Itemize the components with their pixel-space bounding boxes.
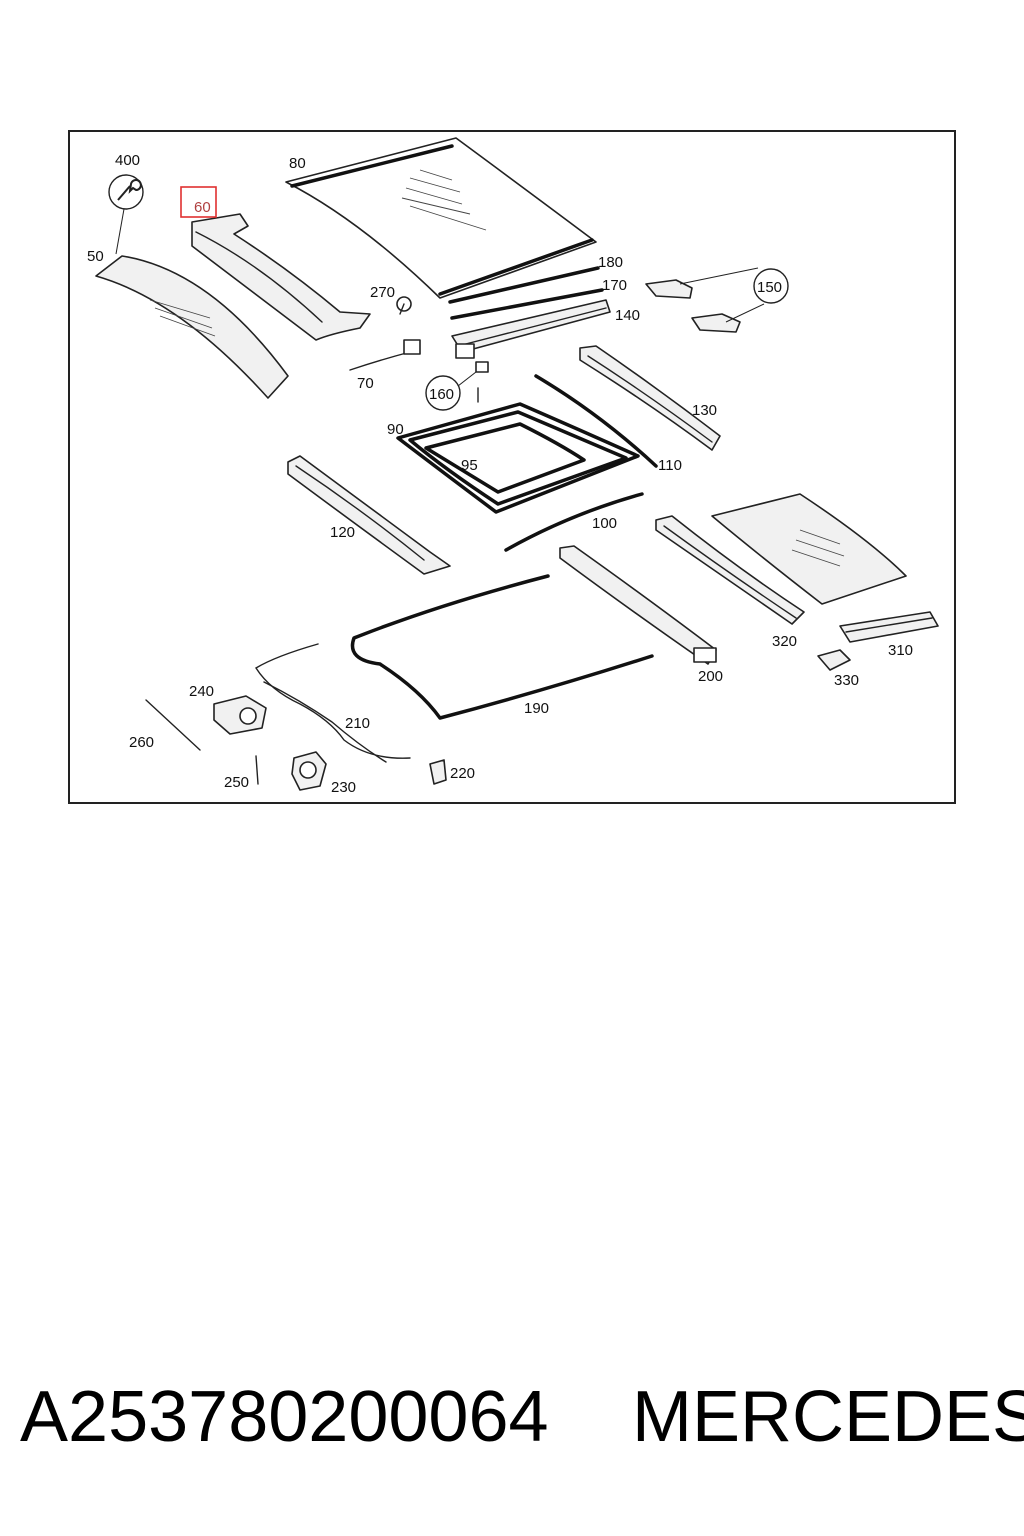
label-260: 260 (129, 734, 154, 751)
part-200-rail (559, 545, 717, 665)
label-160: 160 (429, 386, 454, 403)
part-270-screw (396, 296, 412, 315)
part-50-rear-glass (95, 255, 289, 399)
part-100-seal (504, 492, 644, 552)
part-90-frame (396, 402, 640, 514)
part-number: A253780200064 (20, 1377, 549, 1457)
label-110: 110 (658, 457, 682, 474)
label-90: 90 (387, 421, 404, 438)
label-130: 130 (692, 402, 717, 419)
label-250: 250 (224, 774, 249, 791)
part-190-seal (350, 574, 654, 720)
part-150-brackets (645, 267, 789, 333)
part-130-side-rail (579, 345, 721, 451)
label-310: 310 (888, 642, 913, 659)
part-160-clips (425, 361, 489, 411)
part-250-bolt (255, 755, 259, 785)
part-140-rail (451, 299, 611, 359)
part-240-motor (213, 695, 267, 735)
part-70-cable (349, 339, 421, 371)
label-320: 320 (772, 633, 797, 650)
label-400: 400 (115, 152, 140, 169)
label-100: 100 (592, 515, 617, 532)
label-140: 140 (615, 307, 640, 324)
brand-name: MERCEDES (632, 1377, 1024, 1457)
part-230-motor (291, 751, 327, 791)
label-180: 180 (598, 254, 623, 271)
label-210: 210 (345, 715, 370, 732)
label-50: 50 (87, 248, 104, 265)
part-210-cable-drive (255, 643, 411, 763)
part-120-side-rail (287, 455, 451, 575)
label-170: 170 (602, 277, 627, 294)
label-200: 200 (698, 668, 723, 685)
wrench-icon (108, 174, 144, 255)
part-170-seal (450, 288, 604, 320)
label-230: 230 (331, 779, 356, 796)
label-150: 150 (757, 279, 782, 296)
part-310-rail (839, 611, 939, 643)
label-60: 60 (194, 199, 211, 216)
label-330: 330 (834, 672, 859, 689)
part-330-clip (817, 649, 851, 671)
highlight-box (180, 186, 217, 218)
label-270: 270 (370, 284, 395, 301)
part-220-clip (429, 759, 447, 785)
part-320-rail (655, 515, 805, 625)
label-220: 220 (450, 765, 475, 782)
label-95: 95 (461, 457, 478, 474)
part-95-inner-seal (424, 422, 586, 494)
part-80-main-glass (285, 137, 597, 299)
part-110-seal (534, 374, 658, 468)
part-roller-blind (711, 493, 907, 605)
label-80: 80 (289, 155, 306, 172)
label-70: 70 (357, 375, 374, 392)
part-60-front-panel (191, 213, 371, 341)
label-240: 240 (189, 683, 214, 700)
label-120: 120 (330, 524, 355, 541)
part-260-rod (145, 699, 201, 751)
label-190: 190 (524, 700, 549, 717)
part-180-seal (448, 266, 600, 304)
